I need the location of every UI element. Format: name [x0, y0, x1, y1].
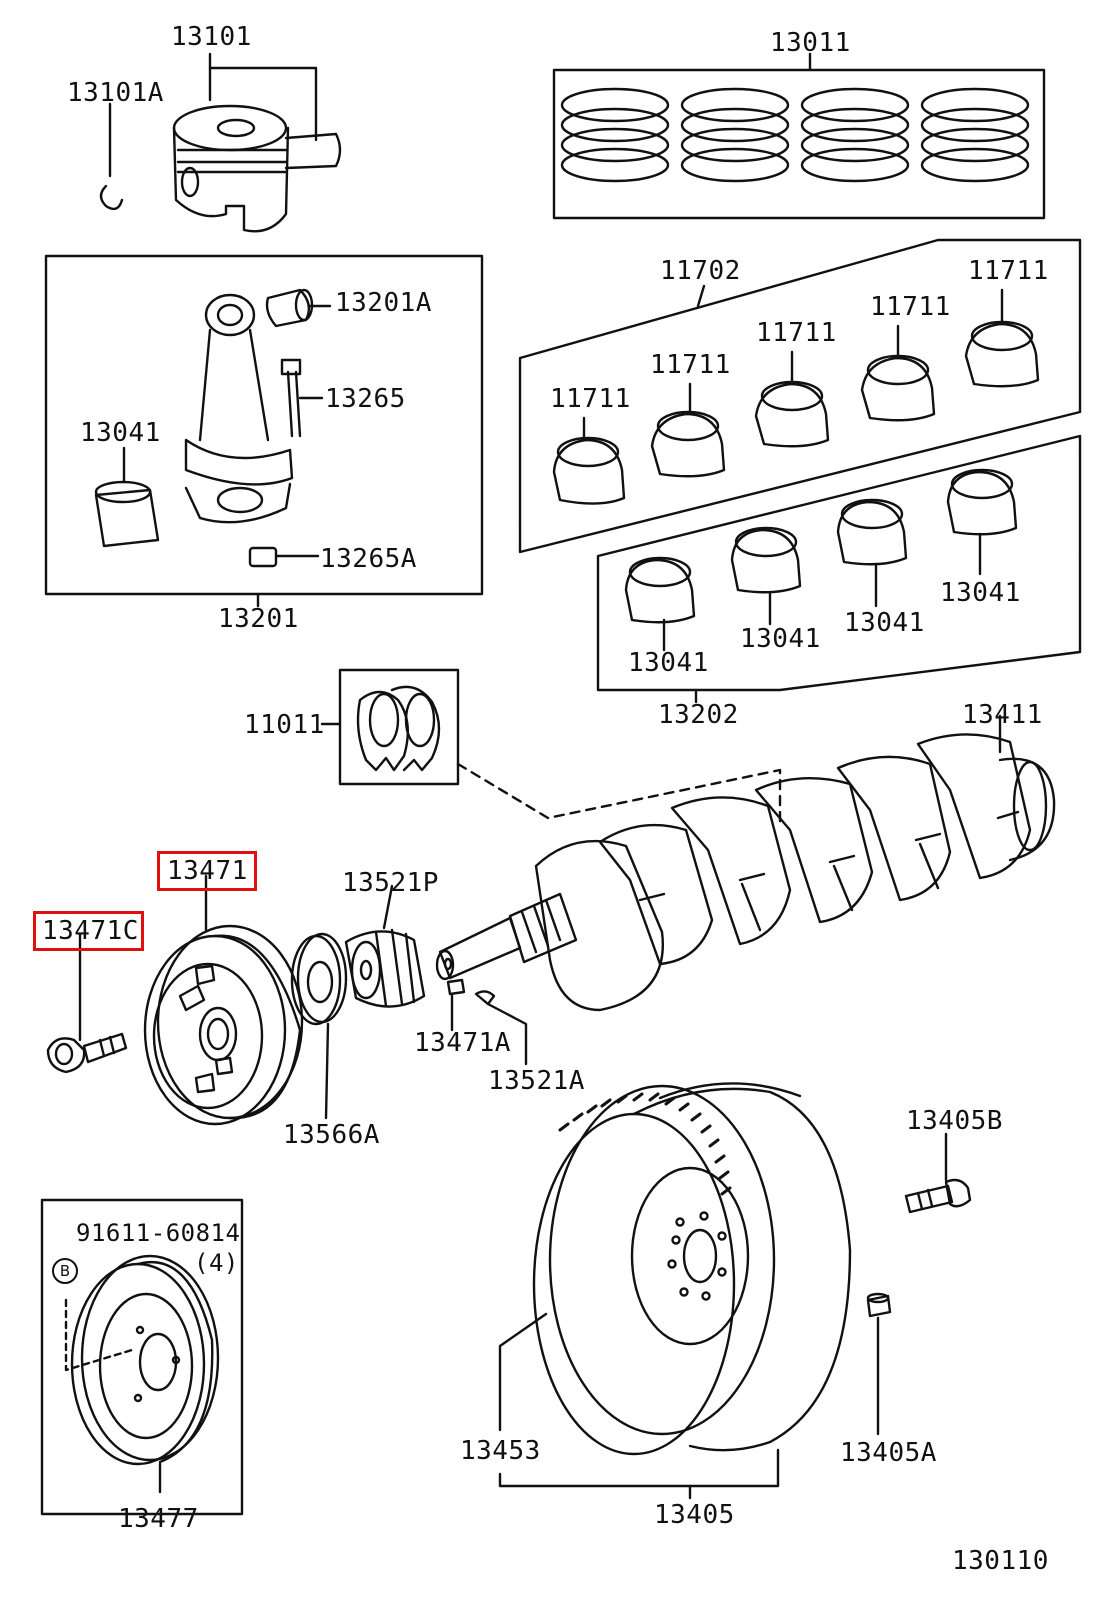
- label-13471: 13471: [167, 856, 248, 886]
- label-13011: 13011: [770, 28, 851, 58]
- label-11711-a: 11711: [550, 384, 631, 414]
- label-13202: 13202: [658, 700, 739, 730]
- label-13041-rod: 13041: [80, 418, 161, 448]
- label-11011: 11011: [244, 710, 325, 740]
- label-13041-b: 13041: [740, 624, 821, 654]
- pulley-bolt-illustration: [46, 932, 128, 1074]
- figure-number-130110: 130110: [952, 1546, 1049, 1576]
- ring-set-4: [920, 87, 1030, 183]
- label-13201a: 13201A: [335, 288, 432, 318]
- label-13405a: 13405A: [840, 1438, 937, 1468]
- main-bearings-upper-illustration: [518, 238, 1082, 554]
- label-11711-e: 11711: [968, 256, 1049, 286]
- ring-set-3: [800, 87, 910, 183]
- label-13041-a: 13041: [628, 648, 709, 678]
- label-13101: 13101: [171, 22, 252, 52]
- label-13101a: 13101A: [67, 78, 164, 108]
- label-13405b: 13405B: [906, 1106, 1003, 1136]
- crankshaft-gear-illustration: [344, 884, 528, 1066]
- label-13201: 13201: [218, 604, 299, 634]
- thrust-washer-illustration: [320, 668, 782, 828]
- label-91611-60814: 91611-60814: [76, 1219, 241, 1247]
- label-11711-b: 11711: [650, 350, 731, 380]
- spacer-washer-illustration: [290, 932, 348, 1120]
- label-13041-d: 13041: [940, 578, 1021, 608]
- label-13521a: 13521A: [488, 1066, 585, 1096]
- piston-illustration: [99, 52, 342, 233]
- label-13521p: 13521P: [342, 868, 439, 898]
- label-13453: 13453: [460, 1436, 541, 1466]
- reference-b-badge: B: [52, 1258, 78, 1284]
- connecting-rod-illustration: [44, 254, 484, 608]
- label-qty-4: (4): [194, 1249, 239, 1277]
- label-13265: 13265: [325, 384, 406, 414]
- flywheel-bolt-illustration: [904, 1132, 972, 1214]
- label-11711-d: 11711: [870, 292, 951, 322]
- ring-set-1: [560, 87, 670, 183]
- flywheel-illustration: [498, 1082, 852, 1500]
- label-13041-c: 13041: [844, 608, 925, 638]
- main-bearings-lower-illustration: [596, 434, 1082, 704]
- label-13471a: 13471A: [414, 1028, 511, 1058]
- upper-bearing-shells: [552, 320, 1040, 505]
- alternate-pulley-inset: [40, 1198, 244, 1516]
- highlight-13471: [157, 851, 257, 891]
- highlight-13471c: [33, 911, 144, 951]
- label-11711-c: 11711: [756, 318, 837, 348]
- label-13566a: 13566A: [283, 1120, 380, 1150]
- ring-set-2: [680, 87, 790, 183]
- flywheel-pin-illustration: [866, 1292, 892, 1436]
- crankshaft-illustration: [435, 714, 1056, 1012]
- label-13405: 13405: [654, 1500, 735, 1530]
- label-13265a: 13265A: [320, 544, 417, 574]
- label-13477: 13477: [118, 1504, 199, 1534]
- crank-pulley-illustration: [143, 874, 304, 1126]
- label-13411: 13411: [962, 700, 1043, 730]
- lower-bearing-shells: [624, 468, 1018, 624]
- label-11702: 11702: [660, 256, 741, 286]
- label-13471c: 13471C: [42, 916, 139, 946]
- piston-rings-illustration: [552, 52, 1046, 220]
